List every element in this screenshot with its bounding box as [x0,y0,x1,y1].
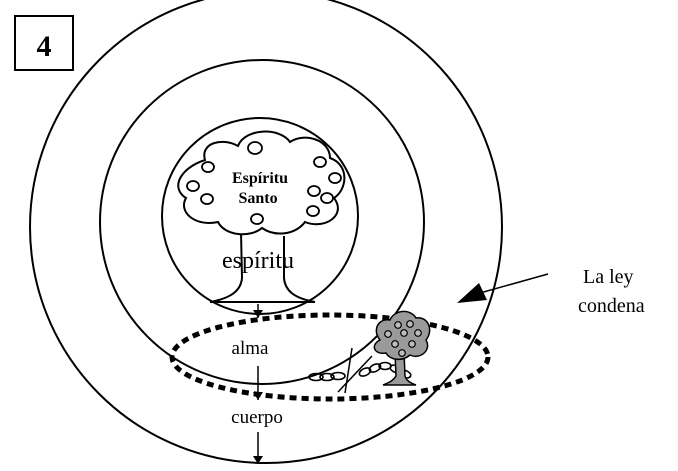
soul-label: alma [232,338,269,359]
arrow-spirit-to-soul [253,304,263,318]
body-label: cuerpo [231,407,283,428]
spirit-label: espíritu [222,248,294,274]
holy-spirit-tree: Espíritu Santo [177,130,346,303]
grey-tree [373,310,431,386]
law-label-line2: condena [578,295,645,317]
tree-fruits [186,141,342,225]
law-label-line1: La ley [583,266,634,288]
soul-middle-circle [99,59,425,385]
broken-chain-marks [337,347,373,394]
law-dotted-oval [169,312,491,402]
tree-crown [177,130,346,236]
law-pointer-arrow [457,273,549,303]
body-outer-circle [29,0,503,464]
arrow-soul-to-body [253,366,263,400]
tree-trunk [209,231,316,303]
arrow-body-down [253,432,263,464]
tree-label-line2: Santo [238,190,277,207]
panel-number: 4 [37,30,52,63]
panel-number-box: 4 [14,15,74,71]
tree-label-line1: Espíritu [232,170,288,187]
